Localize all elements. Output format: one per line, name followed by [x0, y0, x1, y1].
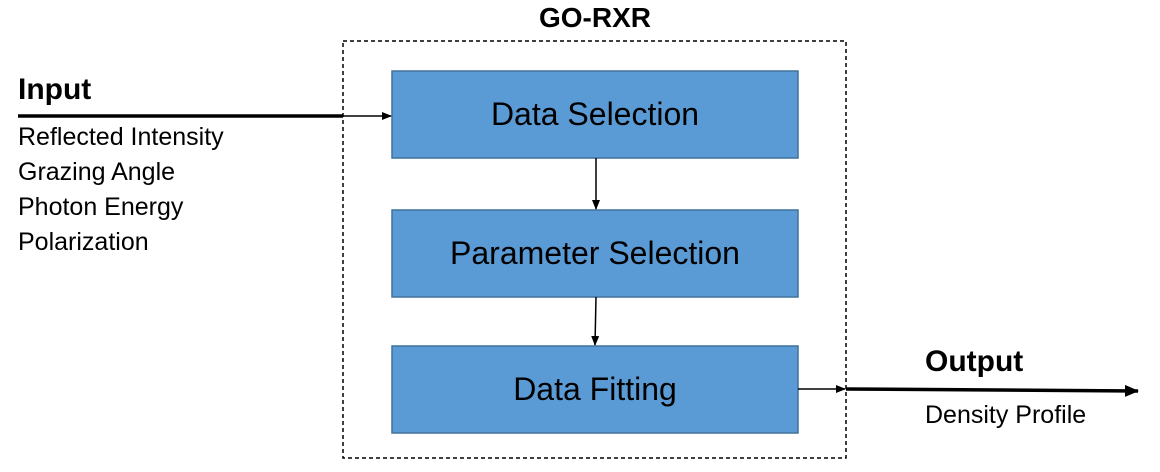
parameter-selection-box-shape	[391, 209, 799, 298]
go-rxr-container	[342, 40, 847, 459]
parameter-selection-label: Parameter Selection	[450, 235, 740, 271]
input-item: Polarization	[18, 228, 149, 256]
diagram-title: GO-RXR	[539, 2, 651, 33]
input-item: Photon Energy	[18, 193, 184, 221]
data-selection-box-shape	[391, 70, 799, 159]
output-list: Density Profile	[925, 398, 1086, 433]
arrow-parameters-to-fitting	[591, 296, 600, 346]
output-arrow	[845, 384, 1139, 397]
data-fitting-box: Data Fitting	[392, 346, 798, 433]
parameter-selection-box: Parameter Selection	[392, 210, 798, 297]
input-list: Reflected Intensity Grazing Angle Photon…	[18, 120, 224, 260]
data-fitting-label: Data Fitting	[513, 371, 677, 407]
input-item: Reflected Intensity	[18, 123, 224, 151]
data-selection-label: Data Selection	[490, 96, 700, 132]
input-item: Grazing Angle	[18, 158, 176, 186]
input-heading: Input	[18, 73, 92, 106]
data-selection-box: Data Selection	[392, 71, 798, 158]
data-fitting-box-shape	[391, 345, 799, 434]
output-heading: Output	[925, 345, 1024, 378]
output-item: Density Profile	[925, 401, 1087, 429]
